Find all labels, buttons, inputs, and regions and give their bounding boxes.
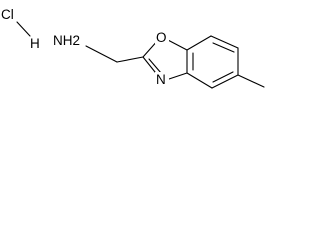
c2-n3-double-bond bbox=[148, 58, 162, 74]
c4-c3a-bond bbox=[186, 72, 213, 89]
c5-methyl-bond bbox=[237, 74, 265, 88]
c7-c6-bond bbox=[210, 35, 239, 49]
amine-label: NH2 bbox=[53, 33, 80, 48]
nitrogen-label-background bbox=[155, 72, 169, 86]
c7a-c7-bond bbox=[186, 35, 212, 51]
amine-ch2-bond bbox=[85, 45, 118, 63]
ring-nitrogen-label: N bbox=[156, 72, 166, 87]
n3-c3a-bond bbox=[165, 72, 188, 81]
c7-c6-double-bond bbox=[212, 42, 235, 53]
c5-c4-bond bbox=[211, 74, 239, 89]
o1-c7a-bond bbox=[165, 38, 188, 51]
ch2-c2-bond bbox=[116, 56, 144, 63]
hydrogen-label: H bbox=[30, 36, 40, 51]
ring-oxygen-label: O bbox=[156, 30, 167, 45]
c5-c4-double-bond bbox=[212, 71, 234, 83]
molecule-drawing: Cl H NH2 O N bbox=[1, 7, 265, 89]
oxygen-label-background bbox=[155, 30, 169, 44]
chlorine-label: Cl bbox=[1, 7, 14, 22]
h-cl-bond bbox=[16, 21, 31, 37]
